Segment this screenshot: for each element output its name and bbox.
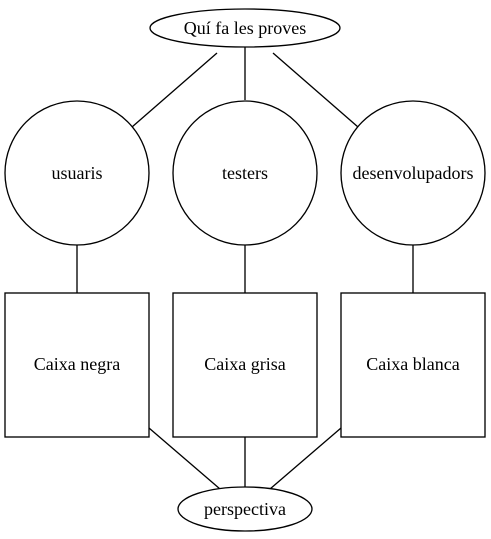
box-square [4,292,150,438]
edge-caixa-negra-to-perspectiva [148,427,221,490]
bottom-node: perspectiva [177,486,313,532]
role-label: testers [222,163,268,183]
box-square [340,292,486,438]
role-label: desenvolupadors [353,163,474,183]
box-node-caixa-blanca: Caixa blanca [340,292,486,438]
top-node: Quí fa les proves [149,8,341,48]
top-node-shape [149,8,341,48]
edge-top-to-usuaris [131,52,218,128]
role-node-usuaris: usuaris [4,100,150,246]
box-node-caixa-negra: Caixa negra [4,292,150,438]
bottom-node-shape [177,486,313,532]
box-label: Caixa blanca [366,354,459,374]
role-circle [172,100,318,246]
top-node-label: Quí fa les proves [184,18,306,38]
box-label: Caixa grisa [204,354,285,374]
role-circle [340,100,486,246]
edge-top-to-desenvolupadors [272,52,359,128]
box-label: Caixa negra [34,354,120,374]
role-node-desenvolupadors: desenvolupadors [340,100,486,246]
role-circle [4,100,150,246]
role-label: usuaris [52,163,103,183]
box-square [172,292,318,438]
role-node-testers: testers [172,100,318,246]
edge-caixa-blanca-to-perspectiva [269,427,342,490]
box-node-caixa-grisa: Caixa grisa [172,292,318,438]
bottom-node-label: perspectiva [204,499,286,519]
